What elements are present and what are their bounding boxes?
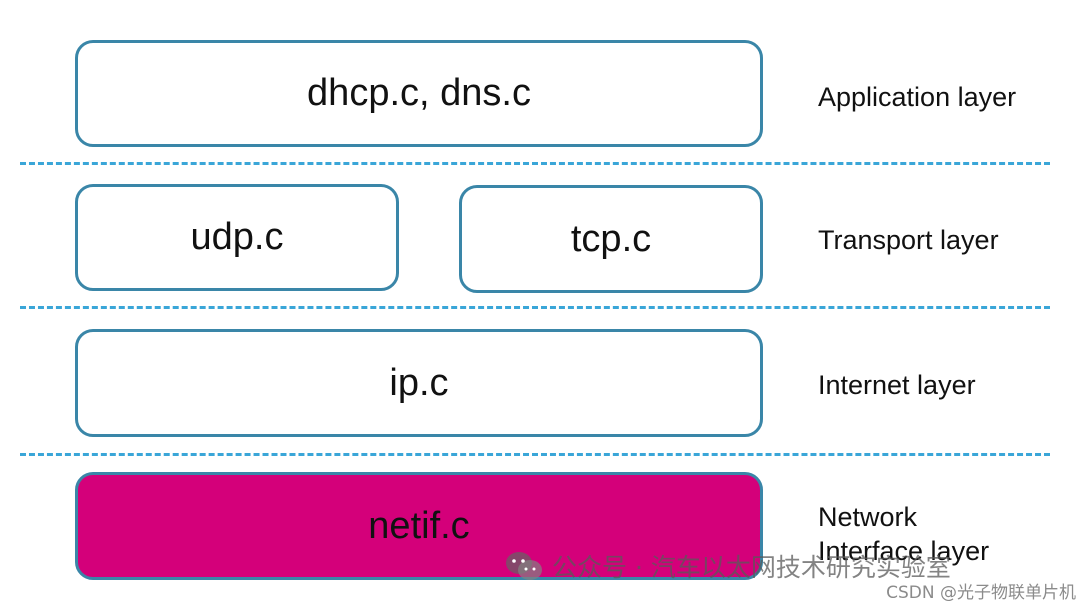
module-label-netif: netif.c [368,504,470,547]
layer-divider [20,162,1050,165]
layer-label-internet: Internet layer [818,370,976,400]
module-label-udp: udp.c [190,216,284,258]
credit-text: CSDN @光子物联单片机 [886,583,1076,603]
watermark-text: 公众号 · 汽车以太网技术研究实验室 [552,553,951,582]
layer-label-network-interface-line2: Interface layer [818,536,990,566]
wechat-icon [504,550,544,582]
layer-divider [20,306,1050,309]
layer-label-application: Application layer [818,82,1017,112]
layer-divider [20,453,1050,456]
layer-label-network-interface: Network Interface layer [818,500,989,568]
layer-label-transport: Transport layer [818,225,999,255]
module-box-ip: ip.c [75,329,763,437]
module-box-application: dhcp.c, dns.c [75,40,763,147]
watermark: 公众号 · 汽车以太网技术研究实验室 [504,548,951,584]
module-box-netif: netif.c [75,472,763,580]
module-label-ip: ip.c [389,361,449,404]
module-label-tcp: tcp.c [570,217,652,260]
module-box-udp: udp.c [75,184,399,291]
layer-label-network-interface-line1: Network [818,502,918,532]
module-label-application: dhcp.c, dns.c [307,72,531,114]
module-box-tcp: tcp.c [459,185,763,293]
